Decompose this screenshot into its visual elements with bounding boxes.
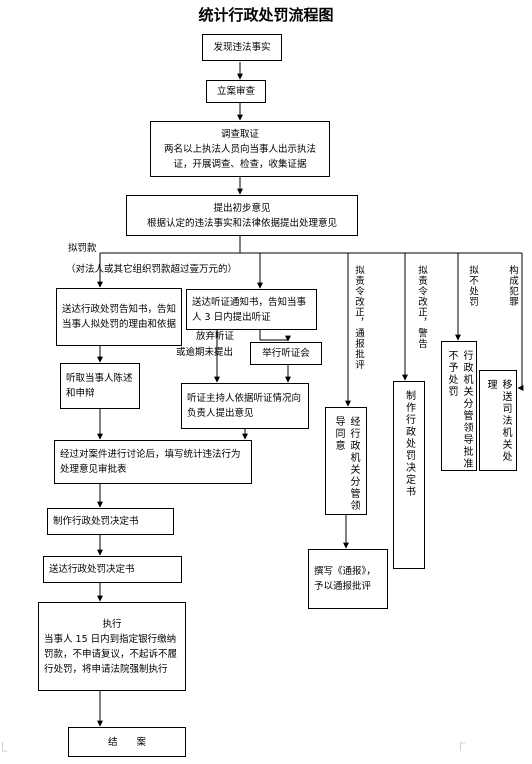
deliver-decision-label: 送达行政处罚决定书 — [49, 564, 135, 575]
investigate-box: 调查取证 两名以上执法人员向当事人出示执法证，开展调查、检查，收集证据 — [150, 121, 330, 177]
order-notify-branch-label: 拟责令改正，通报批评 — [352, 265, 364, 370]
hold-hearing-box: 举行听证会 — [250, 342, 322, 365]
waive-hearing-label: 放弃听证 — [196, 331, 235, 342]
penalty-notice-label: 送达行政处罚告知书，告知当事人拟处罚的理由和依据 — [62, 304, 177, 330]
file-case-box: 立案审查 — [206, 80, 266, 103]
decision-doc-vertical-label: 制作行政处罚决定书 — [403, 390, 415, 498]
corner-mark-right-icon — [460, 742, 466, 752]
discover-violation-box: 发现违法事实 — [202, 34, 282, 61]
investigate-body: 两名以上执法人员向当事人出示执法证，开展调查、检查，收集证据 — [163, 143, 316, 170]
make-decision-label: 制作行政处罚决定书 — [53, 516, 139, 527]
close-case-box: 结 案 — [68, 727, 186, 757]
corner-mark-left-icon — [2, 742, 8, 752]
penalty-notice-box: 送达行政处罚告知书，告知当事人拟处罚的理由和依据 — [56, 288, 182, 346]
transfer-judicial-label: 移送司法机关处理 — [485, 379, 511, 463]
no-penalty-approval-box: 行政机关分管领导批准不予处罚 — [441, 341, 477, 471]
write-notice-box: 撰写《通报》，予以通报批评 — [308, 549, 388, 609]
no-penalty-approval-label: 行政机关分管领导批准不予处罚 — [446, 350, 472, 470]
overdue-label: 或逾期未提出 — [176, 347, 234, 358]
initial-opinion-body: 根据认定的违法事实和法律依据提出处理意见 — [146, 217, 337, 229]
page-title: 统计行政处罚流程图 — [198, 6, 334, 24]
discover-violation-label: 发现违法事实 — [213, 42, 271, 53]
file-case-label: 立案审查 — [216, 86, 255, 97]
hear-statement-label: 听取当事人陈述和申辩 — [66, 373, 133, 399]
case-discussion-box: 经过对案件进行讨论后，填写统计违法行为处理意见审批表 — [54, 440, 252, 484]
hearing-notice-box: 送达听证通知书，告知当事人 3 日内提出听证 — [186, 289, 317, 330]
no-penalty-branch-label: 拟不处罚 — [466, 265, 478, 307]
initial-opinion-box: 提出初步意见 根据认定的违法事实和法律依据提出处理意见 — [126, 195, 358, 236]
hear-statement-box: 听取当事人陈述和申辩 — [60, 363, 140, 409]
make-decision-box: 制作行政处罚决定书 — [47, 508, 174, 535]
execute-title: 执行 — [102, 618, 122, 630]
initial-opinion-title: 提出初步意见 — [213, 202, 271, 214]
fine-branch-sublabel: （对法人或其它组织罚款超过壹万元的） — [66, 264, 238, 275]
decision-doc-vertical-box: 制作行政处罚决定书 — [393, 381, 425, 569]
case-discussion-label: 经过对案件进行讨论后，填写统计违法行为处理意见审批表 — [60, 449, 241, 475]
order-warning-branch-label: 拟责令改正，警告 — [415, 265, 427, 349]
crime-branch-label: 构成犯罪 — [506, 265, 518, 307]
agency-approval-box: 经行政机关分管领导同意 — [325, 407, 367, 515]
close-case-label: 结 案 — [107, 736, 146, 748]
write-notice-label: 撰写《通报》，予以通报批评 — [314, 566, 376, 592]
deliver-decision-box: 送达行政处罚决定书 — [43, 556, 182, 583]
hearing-report-box: 听证主持人依据听证情况向负责人提出意见 — [181, 383, 309, 429]
agency-approval-label: 经行政机关分管领导同意 — [333, 416, 359, 512]
hearing-report-label: 听证主持人依据听证情况向负责人提出意见 — [187, 393, 302, 419]
fine-branch-label: 拟罚款 — [66, 243, 99, 255]
hearing-notice-label: 送达听证通知书，告知当事人 3 日内提出听证 — [192, 296, 307, 323]
transfer-judicial-box: 移送司法机关处理 — [479, 370, 517, 471]
investigate-title: 调查取证 — [220, 128, 259, 140]
execute-box: 执行 当事人 15 日内到指定银行缴纳罚款，不申请复议，不起诉不履行处罚，将申请… — [38, 602, 186, 691]
execute-body: 当事人 15 日内到指定银行缴纳罚款，不申请复议，不起诉不履行处罚，将申请法院强… — [44, 633, 178, 675]
hold-hearing-label: 举行听证会 — [262, 348, 310, 359]
